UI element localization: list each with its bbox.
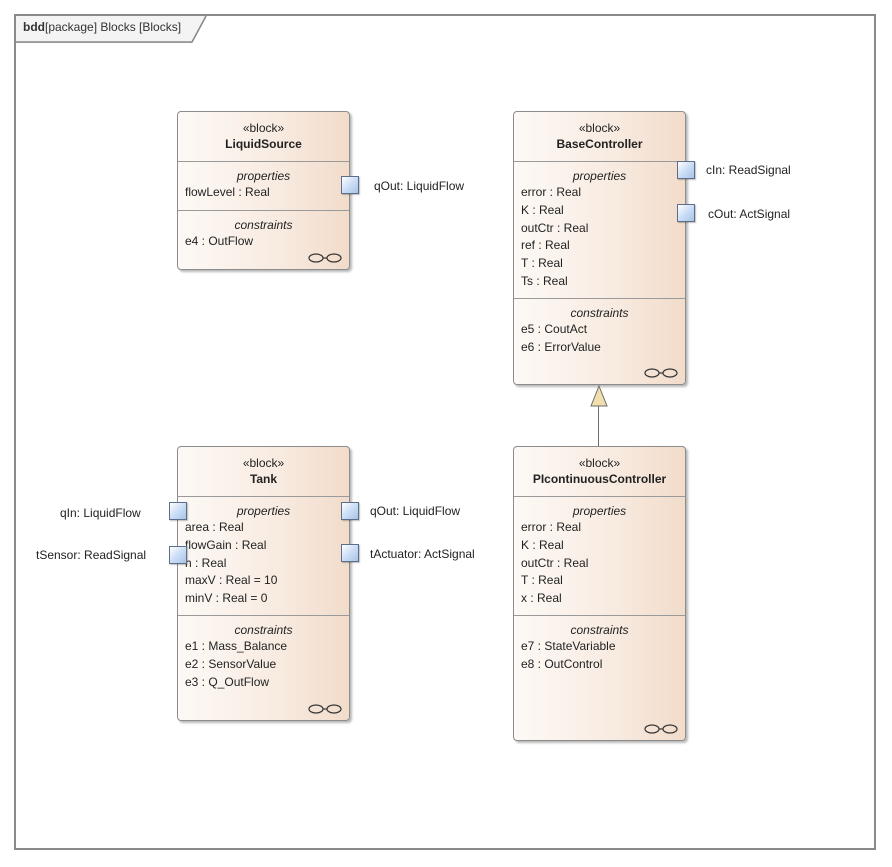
frame-label: [package] Blocks [Blocks]	[45, 20, 182, 34]
property-row: x : Real	[521, 591, 562, 606]
constraint-row: e5 : CoutAct	[521, 322, 588, 336]
properties-compartment: properties flowLevel : Real	[178, 162, 349, 211]
compartment-title: constraints	[570, 623, 629, 637]
generalization-arrowhead-icon	[590, 385, 608, 407]
block-liquid-source[interactable]: «block» LiquidSource properties flowLeve…	[177, 111, 350, 270]
port-label: cIn: ReadSignal	[706, 163, 791, 177]
block-name: PIcontinuousController	[532, 472, 667, 486]
constraint-glasses-icon	[644, 724, 678, 734]
block-name: BaseController	[556, 137, 643, 151]
constraints-compartment: constraints e4 : OutFlow	[178, 211, 349, 270]
generalization-line[interactable]	[598, 406, 599, 447]
frame-kind: bdd	[23, 20, 45, 34]
compartment-title: properties	[236, 169, 291, 183]
constraint-glasses-icon	[644, 368, 678, 378]
port-label: tActuator: ActSignal	[370, 547, 475, 561]
constraint-row: e7 : StateVariable	[521, 639, 616, 653]
constraint-row: e6 : ErrorValue	[521, 339, 601, 354]
constraint-glasses-icon	[308, 704, 342, 714]
property-row: K : Real	[521, 537, 564, 552]
compartment-title: constraints	[234, 218, 293, 232]
properties-compartment: properties error : Real K : Real outCtr …	[514, 497, 685, 616]
block-name: Tank	[249, 472, 278, 486]
constraint-row: e3 : Q_OutFlow	[185, 674, 270, 689]
constraints-compartment: constraints e1 : Mass_Balance e2 : Senso…	[178, 616, 349, 721]
port-label: qOut: LiquidFlow	[370, 504, 461, 518]
port-label: cOut: ActSignal	[708, 207, 791, 221]
property-row: h : Real	[185, 555, 227, 570]
constraints-compartment: constraints e5 : CoutAct e6 : ErrorValue	[514, 299, 685, 385]
constraint-glasses-icon	[308, 253, 342, 263]
port-cin[interactable]	[677, 161, 695, 179]
port-qin[interactable]	[169, 502, 187, 520]
port-label: qOut: LiquidFlow	[374, 179, 465, 193]
property-row: flowLevel : Real	[185, 185, 270, 199]
block-pi-continuous-controller[interactable]: «block» PIcontinuousController propertie…	[513, 446, 686, 741]
diagram-frame: bdd[package] Blocks [Blocks]	[14, 14, 876, 850]
port-cout[interactable]	[677, 204, 695, 222]
property-row: K : Real	[521, 202, 564, 217]
block-name: LiquidSource	[225, 137, 302, 151]
constraint-row: e1 : Mass_Balance	[185, 639, 288, 653]
property-row: error : Real	[521, 185, 582, 199]
block-tank[interactable]: «block» Tank properties area : Real flow…	[177, 446, 350, 721]
compartment-title: properties	[572, 504, 627, 518]
property-row: area : Real	[185, 520, 244, 534]
constraint-row: e8 : OutControl	[521, 656, 603, 671]
compartment-title: constraints	[570, 306, 629, 320]
properties-compartment: properties error : Real K : Real outCtr …	[514, 162, 685, 299]
frame-title: bdd[package] Blocks [Blocks]	[23, 20, 181, 34]
port-qout-tank[interactable]	[341, 502, 359, 520]
property-row: maxV : Real = 10	[185, 573, 278, 588]
constraints-compartment: constraints e7 : StateVariable e8 : OutC…	[514, 616, 685, 741]
frame-header: bdd[package] Blocks [Blocks]	[16, 16, 208, 43]
port-qout-liquidsource[interactable]	[341, 176, 359, 194]
property-row: error : Real	[521, 520, 582, 534]
property-row: ref : Real	[521, 238, 570, 253]
port-tsensor[interactable]	[169, 546, 187, 564]
property-row: T : Real	[521, 573, 563, 588]
compartment-title: constraints	[234, 623, 293, 637]
constraint-row: e4 : OutFlow	[185, 234, 254, 248]
compartment-title: properties	[572, 169, 627, 183]
property-row: T : Real	[521, 256, 563, 271]
block-stereotype: «block»	[578, 121, 621, 135]
property-row: outCtr : Real	[521, 220, 589, 235]
property-row: minV : Real = 0	[185, 591, 268, 606]
property-row: outCtr : Real	[521, 555, 589, 570]
properties-compartment: properties area : Real flowGain : Real h…	[178, 497, 349, 616]
block-stereotype: «block»	[242, 121, 285, 135]
port-label: qIn: LiquidFlow	[60, 506, 141, 520]
property-row: Ts : Real	[521, 273, 568, 288]
port-label: tSensor: ReadSignal	[36, 548, 147, 562]
block-base-controller[interactable]: «block» BaseController properties error …	[513, 111, 686, 385]
block-stereotype: «block»	[242, 456, 285, 470]
property-row: flowGain : Real	[185, 537, 267, 552]
constraint-row: e2 : SensorValue	[185, 656, 277, 671]
compartment-title: properties	[236, 504, 291, 518]
port-tactuator[interactable]	[341, 544, 359, 562]
block-stereotype: «block»	[578, 456, 621, 470]
